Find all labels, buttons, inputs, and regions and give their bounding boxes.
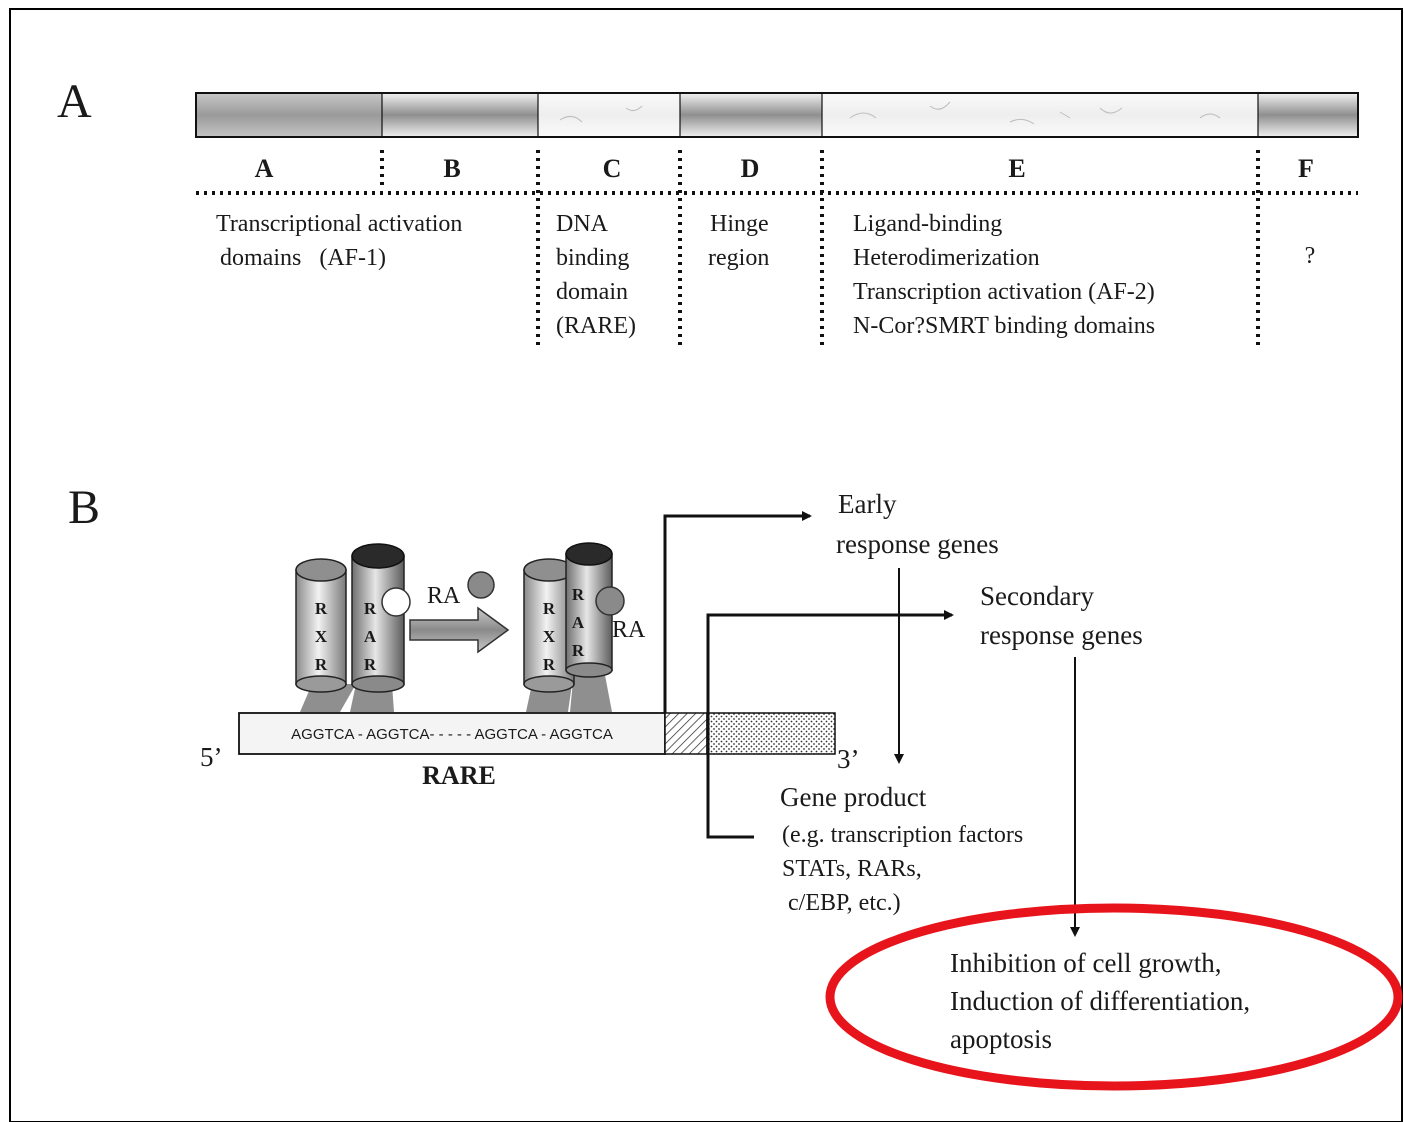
outcome-line-1: Inhibition of cell growth, [950, 948, 1221, 978]
desc-e-line-4: N-Cor?SMRT binding domains [853, 313, 1155, 339]
gene-product-detail-2: STATs, RARs, [782, 856, 922, 882]
rxr-right-letter-3: R [543, 655, 556, 674]
desc-c-line-2: binding [556, 245, 629, 271]
domain-dividers [196, 150, 1358, 350]
panel-b-label: B [68, 481, 100, 534]
rar-left-letter-1: R [364, 599, 377, 618]
ra-label-bound: RA [612, 617, 646, 643]
domain-segment-e [822, 93, 1258, 137]
gene-product-detail-1: (e.g. transcription factors [782, 822, 1023, 848]
rare-sequence: AGGTCA - AGGTCA- - - - - AGGTCA - AGGTCA [291, 726, 613, 743]
empty-ligand-pocket [381, 587, 411, 617]
domain-letter-a: A [255, 154, 274, 183]
rxr-left-letter-2: X [315, 627, 328, 646]
domain-segment-a [196, 93, 382, 137]
ra-ligand-bound [595, 586, 625, 616]
five-prime-label: 5’ [200, 742, 223, 772]
early-genes-line-1: Early [838, 489, 897, 519]
domain-letter-d: D [741, 154, 760, 183]
rxr-right-letter-2: X [543, 627, 556, 646]
promoter-hatched [664, 712, 708, 755]
desc-ab-line-2: domains (AF-1) [220, 245, 386, 271]
desc-e-line-1: Ligand-binding [853, 211, 1002, 237]
desc-e-line-2: Heterodimerization [853, 245, 1040, 271]
rar-left-letter-2: A [364, 627, 377, 646]
domain-segment-d [680, 93, 822, 137]
domain-segment-f [1258, 93, 1358, 137]
rar-left-letter-3: R [364, 655, 377, 674]
rar-cylinder-left: R A R [351, 543, 405, 693]
ra-ligand-free [467, 571, 495, 599]
desc-d-line-1: Hinge [710, 211, 769, 237]
desc-d-line-2: region [708, 245, 769, 271]
secondary-genes-line-1: Secondary [980, 581, 1094, 611]
panel-a-label: A [57, 75, 92, 128]
domain-letter-f: F [1298, 154, 1314, 183]
domain-letter-c: C [603, 154, 622, 183]
gene-dotted [706, 712, 836, 755]
desc-f: ? [1305, 243, 1316, 269]
gene-product-title: Gene product [780, 782, 927, 812]
dna-strand: AGGTCA - AGGTCA- - - - - AGGTCA - AGGTCA [238, 712, 836, 755]
rxr-left-letter-1: R [315, 599, 328, 618]
arrow-to-early-genes [663, 511, 812, 713]
highlight-ellipse [825, 903, 1403, 1091]
rxr-cylinder-left: R X R [295, 558, 347, 693]
rar-right-letter-1: R [572, 585, 585, 604]
domain-bar [195, 92, 1359, 138]
rare-label: RARE [422, 761, 496, 790]
outcome-line-3: apoptosis [950, 1024, 1052, 1054]
rar-right-letter-3: R [572, 641, 585, 660]
arrow-to-secondary-genes [706, 610, 954, 839]
ra-label-free: RA [427, 583, 461, 609]
secondary-genes-line-2: response genes [980, 620, 1143, 650]
receptor-dimer-liganded: R X R R A R [523, 542, 625, 712]
pathway-arrows [663, 511, 1080, 937]
domain-letter-e: E [1008, 154, 1025, 183]
early-genes-line-2: response genes [836, 529, 999, 559]
page-frame [9, 8, 1403, 1122]
gene-product-detail-3: c/EBP, etc.) [782, 890, 901, 916]
desc-c-line-4: (RARE) [556, 313, 636, 339]
rare-region [238, 712, 666, 755]
rxr-left-letter-3: R [315, 655, 328, 674]
desc-ab-line-1: Transcriptional activation [216, 211, 462, 237]
rar-cylinder-right: R A R [565, 542, 613, 678]
activation-arrow [409, 606, 510, 654]
desc-c-line-3: domain [556, 279, 628, 305]
outcome-line-2: Induction of differentiation, [950, 986, 1250, 1016]
three-prime-label: 3’ [837, 744, 860, 774]
rar-right-letter-2: A [572, 613, 585, 632]
rxr-right-letter-1: R [543, 599, 556, 618]
domain-letter-b: B [443, 154, 460, 183]
domain-segment-b [382, 93, 538, 137]
domain-segment-c [538, 93, 680, 137]
receptor-dimer-unliganded: R X R R A R [295, 543, 411, 712]
desc-e-line-3: Transcription activation (AF-2) [853, 279, 1155, 305]
desc-c-line-1: DNA [556, 211, 609, 237]
